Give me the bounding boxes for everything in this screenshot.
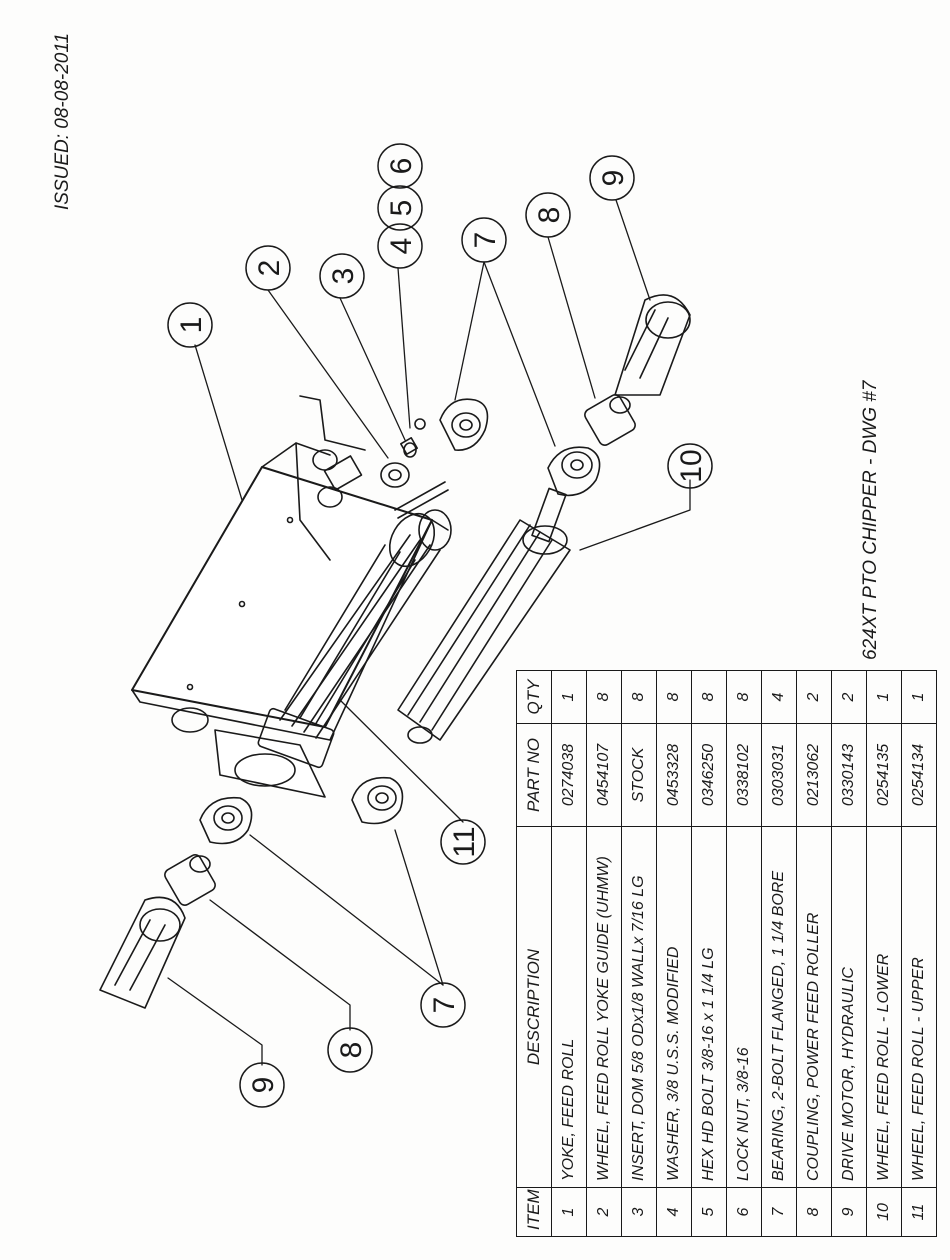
cell-item: 8 xyxy=(796,1187,832,1237)
cell-description: WASHER, 3/8 U.S.S. MODIFIED xyxy=(656,826,692,1188)
cell-part-no: 0338102 xyxy=(726,723,762,827)
balloon-7-lower: 7 xyxy=(428,997,461,1014)
cell-qty: 1 xyxy=(901,670,937,724)
cell-description: INSERT, DOM 5/8 ODx1/8 WALLx 7/16 LG xyxy=(621,826,657,1188)
cell-description: WHEEL, FEED ROLL - UPPER xyxy=(901,826,937,1188)
balloon-circles xyxy=(167,143,713,1108)
cell-qty: 8 xyxy=(726,670,762,724)
cell-item: 3 xyxy=(621,1187,657,1237)
cell-description: DRIVE MOTOR, HYDRAULIC xyxy=(831,826,867,1188)
balloon-3: 3 xyxy=(327,268,360,285)
cell-item: 11 xyxy=(901,1187,937,1237)
cell-description: WHEEL, FEED ROLL YOKE GUIDE (UHMW) xyxy=(586,826,622,1188)
cell-description: LOCK NUT, 3/8-16 xyxy=(726,826,762,1188)
balloon-1: 1 xyxy=(175,317,208,334)
cell-qty: 8 xyxy=(656,670,692,724)
cell-item: 5 xyxy=(691,1187,727,1237)
header-part-no: PART NO xyxy=(516,723,552,827)
cell-item: 2 xyxy=(586,1187,622,1237)
balloon-9-upper: 9 xyxy=(597,170,630,187)
feed-roll-upper xyxy=(284,544,416,726)
balloon-10: 10 xyxy=(675,449,708,482)
cell-item: 6 xyxy=(726,1187,762,1237)
cell-description: HEX HD BOLT 3/8-16 x 1 1/4 LG xyxy=(691,826,727,1188)
cell-part-no: 0330143 xyxy=(831,723,867,827)
flange-bearing xyxy=(199,398,601,845)
header-qty: QTY xyxy=(516,670,552,724)
cell-description: YOKE, FEED ROLL xyxy=(551,826,587,1188)
cell-qty: 2 xyxy=(831,670,867,724)
cell-part-no: 0454107 xyxy=(586,723,622,827)
cell-item: 7 xyxy=(761,1187,797,1237)
balloon-11: 11 xyxy=(448,826,481,857)
cell-qty: 1 xyxy=(866,670,902,724)
cell-qty: 1 xyxy=(551,670,587,724)
cell-description: BEARING, 2-BOLT FLANGED, 1 1/4 BORE xyxy=(761,826,797,1188)
table-header-row: ITEM DESCRIPTION PART NO QTY xyxy=(516,670,552,1237)
balloon-9-lower: 9 xyxy=(247,1077,280,1094)
feed-roll-lower xyxy=(397,487,571,744)
balloon-4: 4 xyxy=(385,238,418,255)
balloon-5: 5 xyxy=(385,200,418,217)
balloon-2: 2 xyxy=(253,260,286,277)
leader-lines xyxy=(167,199,691,1066)
cell-qty: 8 xyxy=(691,670,727,724)
cell-part-no: 0254135 xyxy=(866,723,902,827)
balloon-6: 6 xyxy=(385,158,418,175)
yoke-feed-roll xyxy=(131,395,452,798)
cell-part-no: 0274038 xyxy=(551,723,587,827)
balloon-8-lower: 8 xyxy=(335,1042,368,1059)
cell-qty: 4 xyxy=(761,670,797,724)
cell-part-no: 0254134 xyxy=(901,723,937,827)
header-description: DESCRIPTION xyxy=(516,826,552,1188)
hydraulic-drive-motor xyxy=(99,294,691,1009)
guide-wheel-hardware xyxy=(380,418,426,488)
coupling xyxy=(164,394,636,906)
cell-item: 1 xyxy=(551,1187,587,1237)
header-item: ITEM xyxy=(516,1187,552,1237)
cell-item: 4 xyxy=(656,1187,692,1237)
cell-part-no: 0453328 xyxy=(656,723,692,827)
balloon-8-upper: 8 xyxy=(533,207,566,224)
cell-qty: 8 xyxy=(621,670,657,724)
cell-qty: 8 xyxy=(586,670,622,724)
cell-description: WHEEL, FEED ROLL - LOWER xyxy=(866,826,902,1188)
cell-description: COUPLING, POWER FEED ROLLER xyxy=(796,826,832,1188)
cell-part-no: 0213062 xyxy=(796,723,832,827)
cell-item: 10 xyxy=(866,1187,902,1237)
cell-item: 9 xyxy=(831,1187,867,1237)
cell-part-no: STOCK xyxy=(621,723,657,827)
cell-qty: 2 xyxy=(796,670,832,724)
cell-part-no: 0303031 xyxy=(761,723,797,827)
cell-part-no: 0346250 xyxy=(691,723,727,827)
balloon-7-upper: 7 xyxy=(469,232,502,249)
